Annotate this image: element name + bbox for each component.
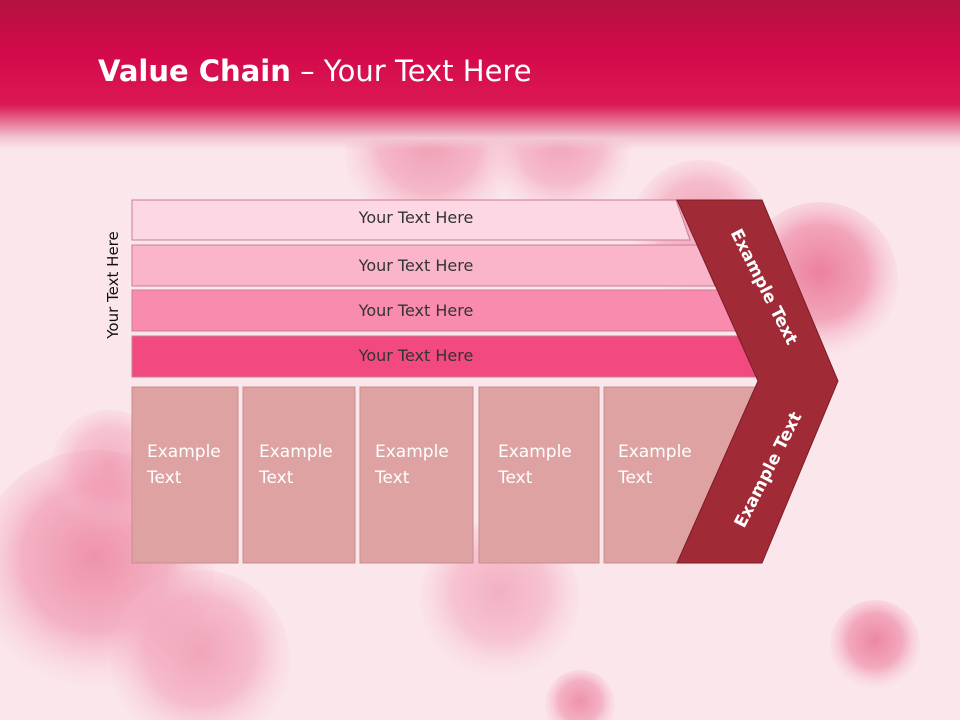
row-1-shape	[131, 199, 691, 241]
box-4-shape	[478, 386, 600, 564]
row-3-label: Your Text Here	[358, 301, 474, 320]
title-bold: Value Chain	[98, 54, 291, 88]
row-1-label: Your Text Here	[358, 208, 474, 227]
title-rest: – Your Text Here	[290, 54, 532, 88]
row-2-label: Your Text Here	[358, 256, 474, 275]
box-3-shape	[359, 386, 474, 564]
chevron-arrow	[676, 199, 839, 564]
header-band	[0, 0, 960, 150]
box-1-shape	[131, 386, 239, 564]
row-4-label: Your Text Here	[358, 346, 474, 365]
slide-title: Value Chain – Your Text Here	[98, 54, 532, 88]
box-2-shape	[242, 386, 356, 564]
